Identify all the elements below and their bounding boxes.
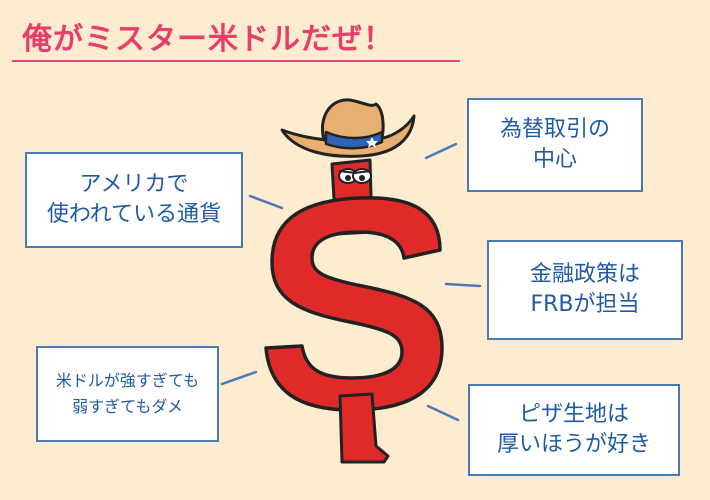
info-strength-line2: 弱すぎてもダメ xyxy=(72,397,183,416)
connector-forex xyxy=(424,142,458,160)
info-box-forex: 為替取引の 中心 xyxy=(467,98,643,192)
connector-lines xyxy=(220,142,482,422)
info-box-policy: 金融政策は FRBが担当 xyxy=(487,240,683,340)
connector-policy xyxy=(444,282,482,288)
info-forex-line2: 中心 xyxy=(532,147,577,172)
eyes-icon xyxy=(338,168,372,184)
info-forex-line1: 為替取引の xyxy=(499,117,610,142)
info-usage-line2: 使われている通貨 xyxy=(46,202,222,227)
info-policy-line2: FRBが担当 xyxy=(530,292,640,317)
info-usage-line1: アメリカで xyxy=(79,172,189,197)
page-title: 俺がミスター米ドルだぜ！ xyxy=(22,22,394,57)
star-icon xyxy=(366,137,378,148)
info-policy-line1: 金融政策は xyxy=(529,262,640,287)
connector-strength xyxy=(220,370,258,386)
title-underline xyxy=(12,60,460,62)
info-box-strength: 米ドルが強すぎても 弱すぎてもダメ xyxy=(36,346,219,442)
info-pizza-line2: 厚いほうが好き xyxy=(496,432,651,457)
cowboy-hat-icon xyxy=(280,98,416,158)
info-box-usage: アメリカで 使われている通貨 xyxy=(25,152,243,248)
dollar-mascot-icon xyxy=(264,158,444,464)
connector-pizza xyxy=(426,404,460,422)
info-box-pizza: ピザ生地は 厚いほうが好き xyxy=(468,384,680,476)
connector-usage xyxy=(248,194,284,210)
info-pizza-line1: ピザ生地は xyxy=(518,402,629,427)
info-strength-line1: 米ドルが強すぎても xyxy=(55,371,200,390)
